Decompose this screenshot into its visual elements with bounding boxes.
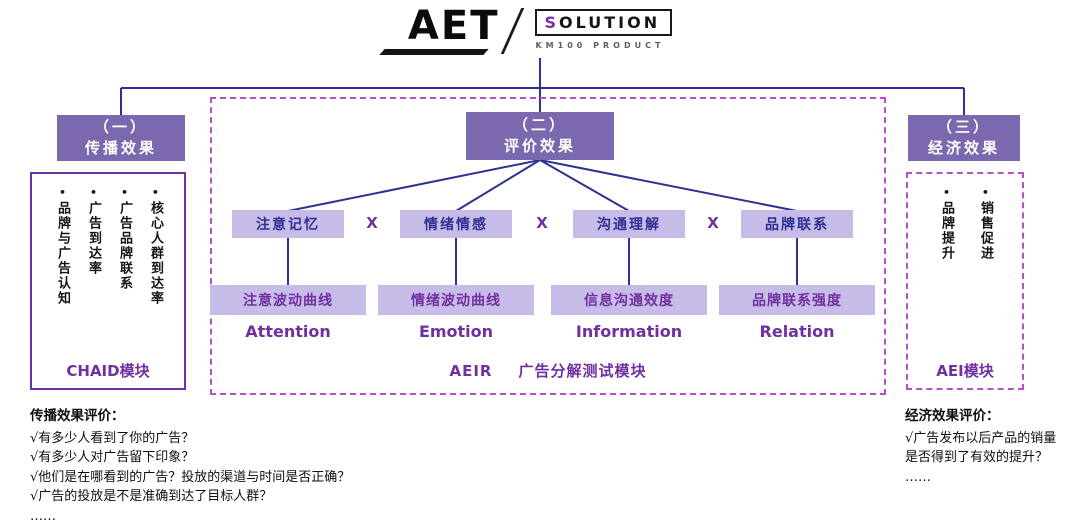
chaid-item-ad-brand-link: 广告品牌联系 — [116, 186, 132, 306]
cell-attention-curve: 注意波动曲线 — [210, 285, 366, 315]
label-relation: Relation — [759, 322, 835, 341]
multiply-sign: X — [707, 214, 719, 232]
header-label: 经济效果 — [927, 139, 1000, 157]
cell-brand-link-strength: 品牌联系强度 — [719, 285, 875, 315]
notes-right-title: 经济效果评价： — [905, 408, 1000, 424]
notes-left-line: √有多少人看到了你的广告？ — [30, 430, 195, 446]
aeir-panel-border — [210, 97, 886, 395]
notes-right-line: √广告发布以后产品的销量是否得到了有效的提升？ — [905, 430, 1057, 466]
label-information: Information — [575, 322, 683, 341]
logo-solution-rest: OLUTION — [559, 13, 661, 32]
communication-evaluation-notes: 传播效果评价： √有多少人看到了你的广告？ √有多少人对广告留下印象？ √他们是… — [30, 407, 490, 521]
chaid-item-ad-reach-rate: 广告到达率 — [85, 186, 101, 306]
notes-left-title: 传播效果评价： — [30, 408, 125, 424]
aei-module-label: AEI模块 — [936, 362, 994, 380]
label-attention: Attention — [245, 322, 331, 341]
label-emotion: Emotion — [418, 322, 494, 341]
chaid-item-list: 品牌与广告认知 广告到达率 广告品牌联系 核心人群到达率 — [38, 186, 178, 306]
header-number: （一） — [93, 118, 148, 136]
chaid-item-core-audience-reach: 核心人群到达率 — [147, 186, 163, 306]
header-number: （三） — [936, 118, 991, 136]
logo-solution-initial: S — [544, 13, 560, 32]
header-label: 传播效果 — [84, 139, 157, 157]
logo-brand: AET — [379, 3, 500, 57]
header-number: （二） — [512, 116, 567, 134]
chaid-module-label: CHAID模块 — [66, 362, 150, 380]
notes-left-ellipsis: …… — [30, 508, 56, 521]
logo-slash-shape — [501, 8, 534, 54]
logo-brand-text: AET — [407, 3, 500, 49]
aei-item-brand-lift: 品牌提升 — [938, 186, 954, 261]
logo-swoosh-shape — [379, 49, 489, 55]
chaid-item-brand-ad-awareness: 品牌与广告认知 — [54, 186, 70, 306]
multiply-sign: X — [536, 214, 548, 232]
aeir-module-label: AEIR 广告分解测试模块 — [210, 360, 886, 381]
logo-wordmark: SOLUTION KM100 PRODUCT — [535, 6, 673, 50]
cell-attention-memory: 注意记忆 — [232, 210, 344, 238]
logo-product-text: KM100 PRODUCT — [535, 41, 665, 50]
logo: AET SOLUTION KM100 PRODUCT — [0, 6, 1080, 57]
economic-evaluation-notes: 经济效果评价： √广告发布以后产品的销量是否得到了有效的提升？ …… — [905, 407, 1057, 487]
aei-item-sales-promotion: 销售促进 — [977, 186, 993, 261]
logo-solution-text: SOLUTION — [535, 9, 673, 36]
cell-emotion-feeling: 情绪情感 — [400, 210, 512, 238]
notes-right-ellipsis: …… — [905, 469, 931, 485]
notes-left-line: √广告的投放是不是准确到达了目标人群？ — [30, 489, 273, 504]
header-economic-effect: （三） 经济效果 — [908, 115, 1020, 161]
notes-left-line: √他们是在哪看到的广告？投放的渠道与时间是否正确？ — [30, 469, 351, 485]
cell-communication-understanding: 沟通理解 — [573, 210, 685, 238]
notes-left-line: √有多少人对广告留下印象？ — [30, 450, 195, 465]
aei-item-list: 品牌提升 销售促进 — [914, 186, 1016, 261]
chaid-panel: 品牌与广告认知 广告到达率 广告品牌联系 核心人群到达率 CHAID模块 — [30, 172, 186, 390]
aeir-module-en: AEIR — [449, 362, 493, 380]
header-communication-effect: （一） 传播效果 — [57, 115, 185, 161]
cell-information-validity: 信息沟通效度 — [551, 285, 707, 315]
aei-panel: 品牌提升 销售促进 AEI模块 — [906, 172, 1024, 390]
header-evaluation-effect: （二） 评价效果 — [466, 112, 614, 160]
cell-brand-link: 品牌联系 — [741, 210, 853, 238]
header-label: 评价效果 — [503, 137, 576, 155]
cell-emotion-curve: 情绪波动曲线 — [378, 285, 534, 315]
multiply-sign: X — [366, 214, 378, 232]
aeir-module-zh: 广告分解测试模块 — [518, 362, 647, 380]
